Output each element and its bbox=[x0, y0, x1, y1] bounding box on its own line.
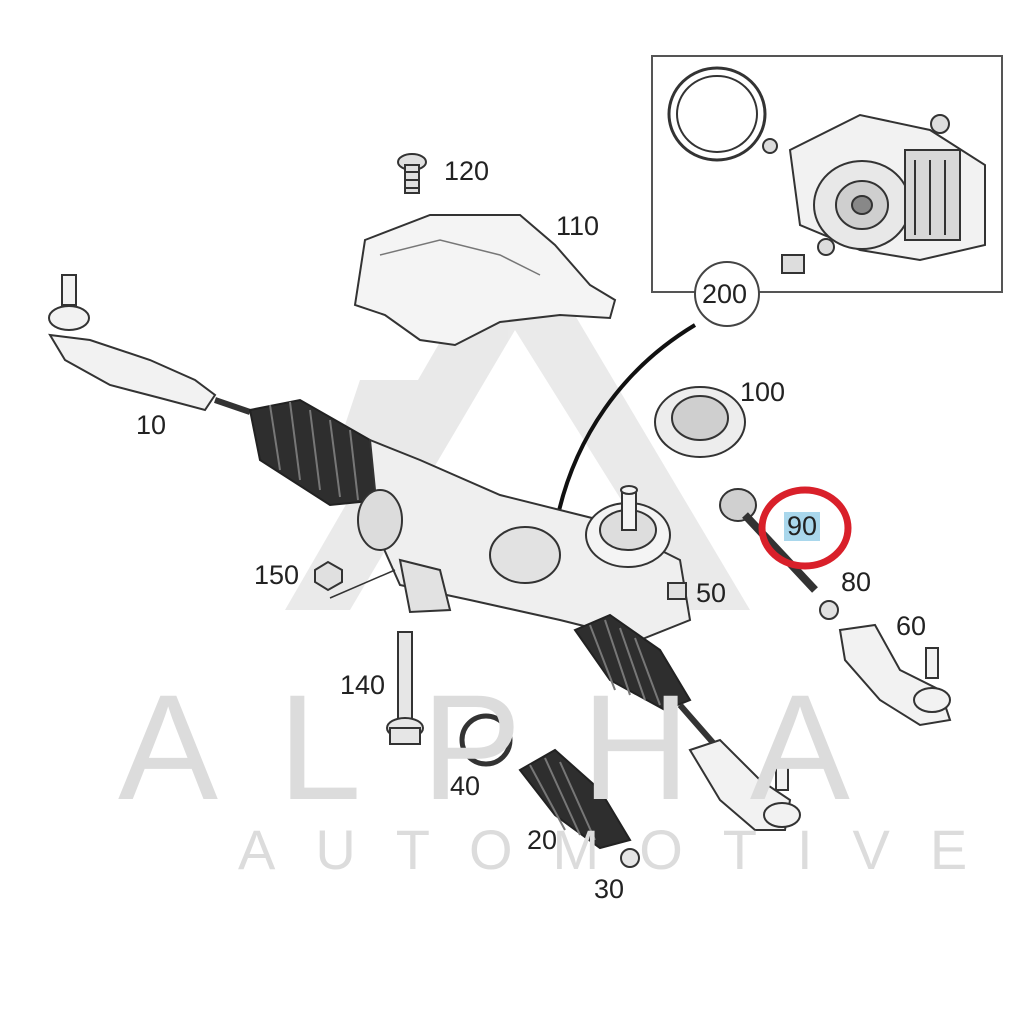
inset-clip bbox=[762, 138, 778, 154]
bolt-120 bbox=[397, 153, 427, 194]
callout-50: 50 bbox=[696, 578, 727, 608]
steering-rack bbox=[357, 438, 692, 642]
bellow-20 bbox=[518, 748, 632, 850]
callout-110: 110 bbox=[556, 211, 600, 241]
tie-rod-end-60 bbox=[838, 623, 952, 727]
inset-box bbox=[651, 55, 1003, 293]
nut-80 bbox=[819, 600, 839, 620]
watermark-brand: ALPHA bbox=[118, 663, 910, 831]
fitting-50 bbox=[667, 582, 687, 600]
callout-20: 20 bbox=[527, 825, 558, 855]
callout-60: 60 bbox=[896, 611, 927, 641]
callout-10: 10 bbox=[136, 410, 167, 440]
callout-90: 90 bbox=[784, 512, 821, 541]
tie-rod-end-left bbox=[48, 274, 251, 415]
inner-tie-rod-90 bbox=[719, 488, 818, 593]
inset-bolt bbox=[930, 114, 950, 134]
callout-200: 200 bbox=[702, 279, 748, 309]
highlight-ring-90 bbox=[758, 486, 852, 570]
callout-40: 40 bbox=[450, 771, 481, 801]
callout-circle-200 bbox=[694, 261, 760, 327]
heat-shield bbox=[353, 214, 617, 347]
arrow-200 bbox=[556, 323, 697, 516]
pinion-housing bbox=[585, 485, 671, 568]
callout-150: 150 bbox=[254, 560, 300, 590]
bellow-right bbox=[573, 613, 692, 712]
tie-rod-end-right-lower bbox=[677, 703, 801, 831]
o-ring bbox=[667, 66, 767, 162]
nut-150 bbox=[314, 560, 396, 599]
bellow-left bbox=[248, 398, 382, 507]
callout-120: 120 bbox=[444, 156, 490, 186]
seal-100 bbox=[654, 386, 746, 458]
callout-80: 80 bbox=[841, 567, 872, 597]
callout-140: 140 bbox=[340, 670, 386, 700]
clamp-30 bbox=[620, 848, 640, 868]
watermark-sub: AUTOMOTIVE bbox=[238, 818, 1008, 881]
callout-30: 30 bbox=[594, 874, 625, 904]
callout-100: 100 bbox=[740, 377, 786, 407]
power-steering-motor bbox=[788, 113, 986, 262]
ring-40 bbox=[459, 713, 513, 767]
inset-screw bbox=[817, 238, 835, 256]
inset-connector bbox=[781, 254, 805, 274]
bolt-140 bbox=[386, 631, 424, 745]
